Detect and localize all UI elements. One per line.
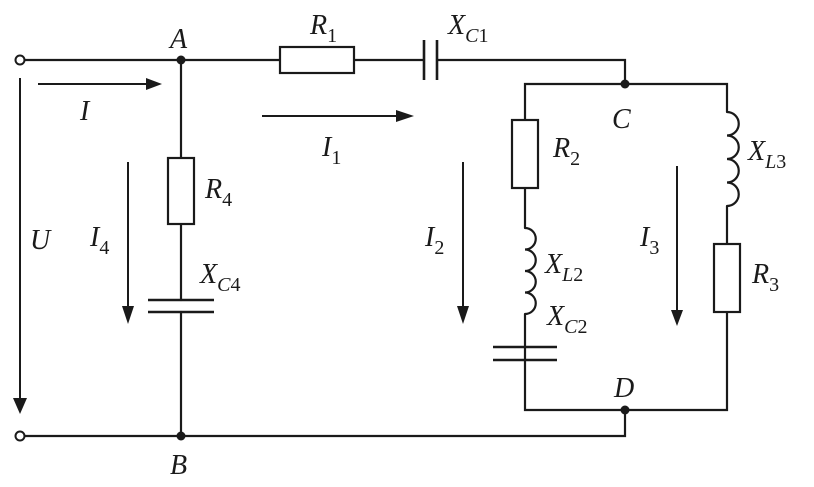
xc4-sub: 4	[230, 274, 240, 296]
xc4-sub-i: C	[217, 274, 231, 296]
current-i3-sub: 3	[649, 237, 659, 259]
current-i2-base: I	[424, 222, 436, 253]
current-i4-base: I	[89, 222, 101, 253]
node-b-dot	[176, 431, 186, 441]
current-i4-arrow	[122, 162, 134, 324]
capacitor-xc2	[493, 345, 557, 362]
xl2-sub-i: L	[561, 264, 573, 286]
current-i2-label: I2	[424, 222, 444, 259]
r2-label: R2	[552, 133, 580, 170]
xl3-sub-i: L	[764, 151, 776, 173]
current-i4-label: I4	[89, 222, 109, 259]
xc2-label: XC2	[546, 301, 587, 338]
current-i2-arrow	[457, 162, 469, 324]
node-c-label: C	[612, 104, 631, 135]
xl2-sub: 2	[573, 264, 583, 286]
xc1-label: XC1	[447, 10, 488, 47]
xc1-sub-i: C	[465, 25, 479, 47]
capacitor-xc4	[148, 298, 214, 314]
r4-base: R	[204, 174, 222, 205]
xc1-base: X	[447, 10, 466, 41]
current-i4-sub: 4	[99, 237, 109, 259]
inductor-xl2	[524, 226, 537, 316]
r1-label: R1	[309, 10, 337, 47]
resistor-r1	[278, 45, 356, 75]
r3-sub: 3	[769, 274, 779, 296]
xl3-sub: 3	[776, 151, 786, 173]
r4-sub: 4	[222, 189, 232, 211]
xc2-sub: 2	[577, 316, 587, 338]
r2-sub: 2	[570, 148, 580, 170]
xl3-label: XL3	[747, 136, 786, 173]
current-i-base: I	[79, 96, 91, 127]
r3-label: R3	[751, 259, 779, 296]
r4-label: R4	[204, 174, 232, 211]
resistor-r3	[712, 242, 742, 314]
xc1-sub: 1	[478, 25, 488, 47]
xl3-base: X	[747, 136, 766, 167]
current-i3-base: I	[639, 222, 651, 253]
current-i1-sub: 1	[331, 147, 341, 169]
voltage-u-arrow	[13, 78, 27, 414]
xc4-base: X	[199, 259, 218, 290]
current-i1-arrow	[262, 110, 414, 122]
xc2-base: X	[546, 301, 565, 332]
r3-base: R	[751, 259, 769, 290]
resistor-r4	[166, 156, 196, 226]
current-i1-base: I	[321, 132, 333, 163]
current-i-arrow	[38, 78, 162, 90]
resistor-r2	[510, 118, 540, 190]
xc2-sub-i: C	[564, 316, 578, 338]
input-terminal-top	[14, 54, 26, 66]
current-i3-label: I3	[639, 222, 659, 259]
input-terminal-bottom	[14, 430, 26, 442]
node-c-dot	[620, 79, 630, 89]
node-a-dot	[176, 55, 186, 65]
node-b-label: B	[170, 450, 187, 481]
current-i2-sub: 2	[434, 237, 444, 259]
r1-sub: 1	[327, 25, 337, 47]
node-d-label: D	[613, 373, 634, 404]
xc4-label: XC4	[199, 259, 240, 296]
current-i1-label: I1	[321, 132, 341, 169]
xl2-base: X	[544, 249, 563, 280]
current-i-label: I	[79, 96, 91, 127]
xl2-label: XL2	[544, 249, 583, 286]
node-d-dot	[620, 405, 630, 415]
current-i3-arrow	[671, 166, 683, 326]
r1-base: R	[309, 10, 327, 41]
r2-base: R	[552, 133, 570, 164]
capacitor-xc1	[422, 40, 439, 80]
inductor-xl3	[726, 110, 740, 208]
voltage-u-label: U	[30, 225, 52, 256]
node-a-label: A	[168, 24, 188, 55]
